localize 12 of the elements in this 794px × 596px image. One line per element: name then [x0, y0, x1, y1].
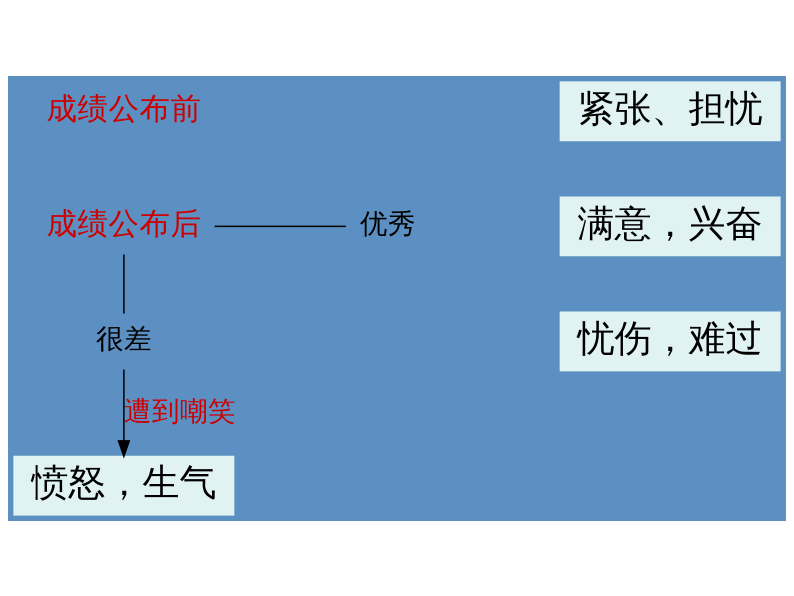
connector	[214, 225, 346, 227]
node-box: 忧伤，难过	[560, 311, 781, 371]
arrow	[117, 369, 130, 458]
node-text: 成绩公布后	[46, 206, 202, 241]
connector	[123, 254, 125, 314]
edge-label: 遭到嘲笑	[124, 394, 236, 426]
node-box: 愤怒，生气	[13, 455, 234, 516]
node-text: 很差	[96, 322, 152, 355]
node-text: 优秀	[360, 206, 416, 240]
node-box: 满意，兴奋	[560, 196, 781, 256]
node-box: 紧张、担忧	[560, 80, 781, 141]
node-text: 成绩公布前	[46, 91, 202, 126]
